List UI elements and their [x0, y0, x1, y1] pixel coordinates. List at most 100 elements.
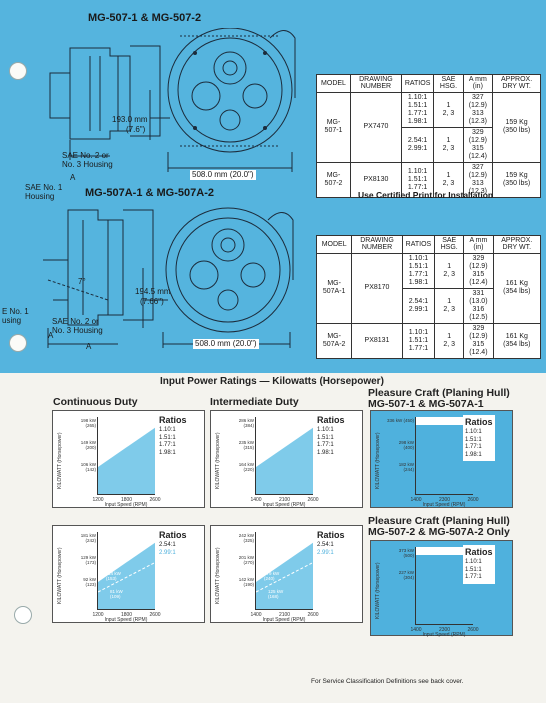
model-title-2: MG-507A-1 & MG-507A-2 [85, 187, 214, 199]
x-tick-label: 1400 [250, 612, 262, 618]
ratio-item: 1.77:1 [159, 442, 176, 449]
power-fill [416, 425, 473, 494]
y-axis-title: KILOWATT (Horsepower) [375, 432, 381, 489]
y-axis-title: KILOWATT (Horsepower) [57, 547, 63, 604]
ratio-item: 1.51:1 [465, 566, 482, 573]
col-drawing: DRAWING NUMBER [350, 74, 402, 93]
x-tick-label: 2600 [307, 612, 319, 618]
height-dim-1: 193.0 mm [112, 115, 148, 124]
power-area [416, 555, 473, 624]
y-axis-title: KILOWATT (Horsepower) [57, 432, 63, 489]
x-axis-title: Input Speed (RPM) [422, 502, 466, 508]
angle-label: 7° [78, 277, 86, 286]
chart-pleasure-1: 336 kW (450) 298 kW (400) 182 kW (244) 1400… [370, 410, 513, 508]
model-title-1: MG-507-1 & MG-507-2 [88, 12, 202, 24]
inner-value-label: 214 kW (287) [260, 559, 276, 569]
x-tick-label: 1400 [250, 497, 262, 503]
power-area [98, 427, 155, 494]
y-tick-label: 106 kW (142) [80, 462, 96, 472]
ratio-item: 1.77:1 [465, 444, 482, 451]
y-tick-label: 298 kW (400) [398, 440, 414, 450]
y-tick-label: 373 kW (500) [398, 548, 414, 558]
y-tick-label: 286 kW (384) [238, 418, 254, 428]
width-dim-2: 508.0 mm (20.0") [193, 339, 259, 349]
x-tick-label: 1800 [120, 612, 133, 618]
ratio-item: 2.99:1 [317, 549, 334, 556]
chart-continuous-2: 181 kW (242)129 kW (173)92 kW (123)160 k… [52, 525, 205, 623]
y-tick-label: 201 kW (270) [238, 555, 254, 565]
plot-area: 198 kW (265)149 kW (200)106 kW (142)1200… [81, 417, 161, 503]
height-dim-2: 194.5 mm [135, 287, 171, 296]
ratio-item: 2.54:1 [159, 542, 176, 549]
x-tick-label: 2300 [438, 627, 451, 633]
col-weight: APPROX. DRY WT. [492, 235, 542, 254]
dim-a-2b: A [86, 342, 92, 351]
dim-a-2a: A [48, 331, 54, 340]
ratio-item: 2.99:1 [159, 549, 176, 556]
binder-hole [14, 606, 32, 624]
ratios-heading: Ratios [159, 530, 187, 540]
sae1-label-2: E No. 1 using [2, 307, 29, 325]
y-axis-title: KILOWATT (Horsepower) [215, 547, 221, 604]
x-tick-label: 1200 [92, 497, 104, 503]
gear-drawing-2 [43, 207, 294, 348]
x-axis-title: Input Speed (RPM) [262, 617, 306, 623]
plot-area: 181 kW (242)129 kW (173)92 kW (123)160 k… [81, 532, 161, 618]
x-axis-title: Input Speed (RPM) [104, 617, 148, 623]
ratio-item: 1.77:1 [317, 442, 334, 449]
col-weight: APPROX. DRY WT. [492, 74, 541, 93]
inner-value-label: 81 kW (109) [110, 589, 123, 599]
inner-value-label: 179 kW (240) [264, 571, 280, 581]
ratios-heading: Ratios [465, 547, 493, 557]
y-tick-label: 242 kW (325) [238, 533, 254, 543]
ratio-item: 1.51:1 [317, 434, 334, 441]
x-tick-label: 2300 [438, 497, 451, 503]
ratio-item: 1.98:1 [317, 449, 334, 456]
dim-a-1: A [70, 173, 76, 182]
inner-value-label: 114 kW (153) [106, 571, 121, 581]
x-tick-label: 1400 [410, 497, 422, 503]
ratio-item: 1.51:1 [465, 436, 482, 443]
ratio-item: 1.77:1 [465, 574, 482, 581]
ratio-item: 1.10:1 [159, 427, 176, 434]
col-ratios: RATIOS [400, 74, 435, 93]
y-tick-label: 182 kW (244) [398, 462, 414, 472]
chart-continuous-1: 198 kW (265)149 kW (200)106 kW (142)1200… [52, 410, 205, 508]
y-axis-title: KILOWATT (Horsepower) [375, 562, 381, 619]
chart-intermediate-1: 286 kW (384)235 kW (315)164 kW (220)1400… [210, 410, 363, 508]
y-tick-label: 142 kW (190) [238, 577, 254, 587]
col-a: A mm (in) [462, 74, 494, 93]
ratio-item: 1.10:1 [317, 427, 334, 434]
binder-hole [9, 334, 27, 352]
ratios-heading: Ratios [465, 417, 493, 427]
x-tick-label: 2600 [467, 497, 479, 503]
certified-print-note: Use Certified Print for Installation [358, 190, 494, 200]
continuous-duty-title: Continuous Duty [53, 396, 138, 408]
power-area [98, 542, 155, 609]
chart-intermediate-2: 242 kW (325) 201 kW (270) 142 kW (190) 214 … [210, 525, 363, 623]
ratio-item: 1.10:1 [465, 429, 482, 436]
x-axis-title: Input Speed (RPM) [262, 502, 306, 508]
col-sae: SAE HSG. [433, 74, 464, 93]
sae-housing-label-1: SAE No. 2 or No. 3 Housing [62, 151, 113, 169]
ratio-item: 2.54:1 [317, 542, 334, 549]
ratios-heading: Ratios [317, 415, 345, 425]
x-tick-label: 2600 [149, 497, 161, 503]
col-sae: SAE HSG. [434, 235, 465, 254]
col-model: MODEL [315, 235, 353, 254]
ratio-item: 1.51:1 [159, 434, 176, 441]
ratio-line [98, 561, 155, 593]
spec-table-2: MODEL DRAWING NUMBER RATIOS SAE HSG. A m… [315, 235, 542, 360]
ratios-heading: Ratios [159, 415, 187, 425]
col-drawing: DRAWING NUMBER [351, 235, 403, 254]
y-tick-label: 149 kW (200) [80, 440, 96, 450]
ratio-item: 1.98:1 [159, 449, 176, 456]
y-tick-label: 336 kW (450) [386, 418, 414, 423]
